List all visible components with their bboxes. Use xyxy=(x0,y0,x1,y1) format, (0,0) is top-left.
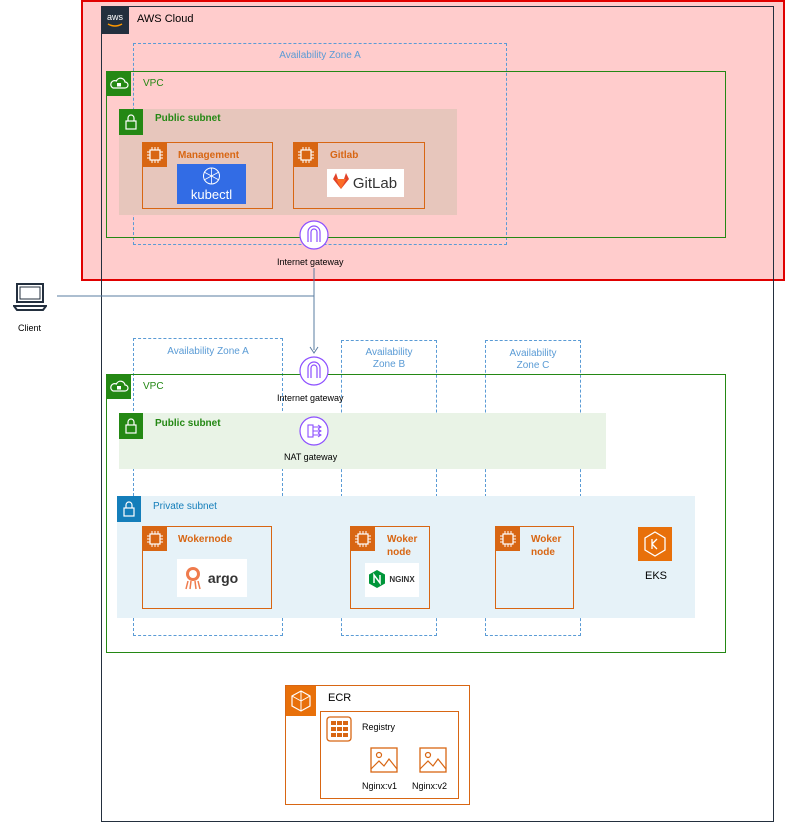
chip-icon xyxy=(143,143,167,167)
nat-gateway-icon xyxy=(299,416,329,446)
ecr-icon xyxy=(286,686,316,716)
image-icon xyxy=(369,745,399,775)
aws-logo-icon: aws xyxy=(101,6,129,34)
chip-icon xyxy=(351,527,375,551)
cloud-lock-icon xyxy=(107,375,131,399)
image-v1-label: Nginx:v1 xyxy=(362,781,398,791)
registry-icon xyxy=(325,715,353,743)
gateway-icon xyxy=(299,220,329,250)
bottom-vpc-label: VPC xyxy=(143,381,164,392)
lock-icon xyxy=(117,496,141,522)
gitlab-logo: GitLab xyxy=(327,169,404,197)
cloud-lock-icon xyxy=(107,72,131,96)
chip-icon xyxy=(496,527,520,551)
bottom-az-c-label: Availability Zone C xyxy=(509,348,557,371)
bottom-public-subnet-label: Public subnet xyxy=(155,418,221,429)
worker-node-a xyxy=(142,526,272,609)
top-public-subnet-label: Public subnet xyxy=(155,113,221,124)
eks-label: EKS xyxy=(645,570,668,582)
gitlab-label: Gitlab xyxy=(330,150,359,161)
argo-logo-text: argo xyxy=(208,570,238,586)
chip-icon xyxy=(294,143,318,167)
worker-node-b xyxy=(350,526,430,609)
arrow-head xyxy=(309,346,319,354)
management-label: Management xyxy=(178,150,240,161)
worker-node-c xyxy=(495,526,574,609)
top-az-label: Availability Zone A xyxy=(279,50,361,61)
lock-icon xyxy=(119,413,143,439)
bottom-igw-label: Internet gateway xyxy=(277,393,344,403)
worker-c-label: Woker node xyxy=(531,534,562,558)
kubectl-logo: kubectl xyxy=(177,164,246,204)
laptop-icon xyxy=(13,280,47,314)
nginx-logo-text: NGINX xyxy=(389,575,415,584)
bottom-availability-zone-c xyxy=(485,340,581,636)
argo-logo: argo xyxy=(177,559,247,597)
top-igw-label: Internet gateway xyxy=(277,257,344,267)
lock-icon xyxy=(119,109,143,135)
client-label: Client xyxy=(18,323,42,333)
ecr-label: ECR xyxy=(328,692,352,704)
bottom-vpc xyxy=(106,374,726,653)
aws-cloud-group xyxy=(101,6,774,822)
image-v2-label: Nginx:v2 xyxy=(412,781,448,791)
bottom-az-a-label: Availability Zone A xyxy=(167,346,249,357)
bottom-availability-zone-a xyxy=(133,338,283,636)
gateway-icon xyxy=(299,356,329,386)
aws-badge-text: aws xyxy=(107,12,124,22)
kubectl-logo-text: kubectl xyxy=(191,187,232,202)
worker-a-label: Wokernode xyxy=(178,534,233,545)
top-vpc-label: VPC xyxy=(143,78,164,89)
management-instance xyxy=(142,142,273,209)
gitlab-logo-text: GitLab xyxy=(353,175,397,192)
top-public-subnet xyxy=(119,109,457,215)
bottom-az-b-label: Availability Zone B xyxy=(365,347,413,370)
private-subnet xyxy=(117,496,695,618)
eks-icon xyxy=(638,527,672,561)
image-icon xyxy=(418,745,448,775)
bottom-availability-zone-b xyxy=(341,340,437,636)
gitlab-instance xyxy=(293,142,425,209)
aws-cloud-label: AWS Cloud xyxy=(137,13,194,25)
registry-label: Registry xyxy=(362,722,396,732)
nat-gateway-label: NAT gateway xyxy=(284,452,338,462)
worker-b-label: Woker node xyxy=(387,534,418,558)
nginx-logo: NGINX xyxy=(365,563,419,597)
bottom-public-subnet xyxy=(119,413,606,469)
private-subnet-label: Private subnet xyxy=(153,501,217,512)
chip-icon xyxy=(143,527,167,551)
registry-group xyxy=(320,711,459,799)
top-vpc xyxy=(106,71,726,238)
